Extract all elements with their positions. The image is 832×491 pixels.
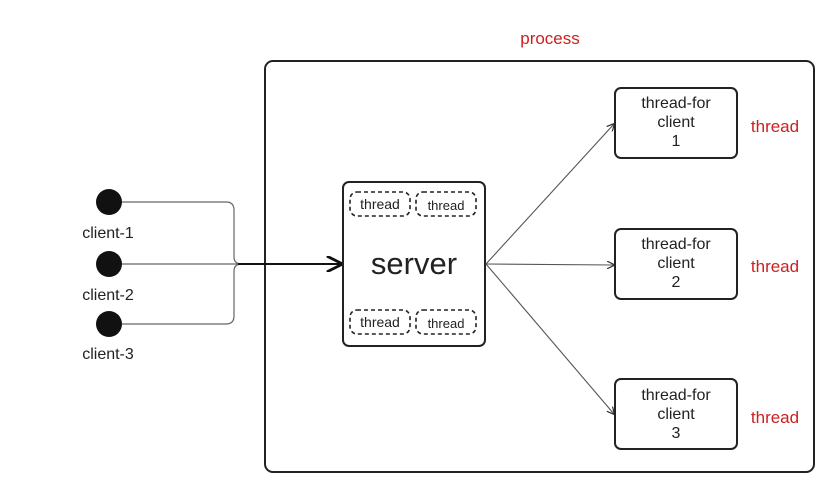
worker-3-line-1: thread-for bbox=[641, 387, 711, 404]
worker-1-line-1: thread-for bbox=[641, 95, 711, 112]
client-3-label: client-3 bbox=[82, 346, 134, 363]
worker-1-tag: thread bbox=[751, 117, 799, 136]
worker-2-tag: thread bbox=[751, 257, 799, 276]
process-label: process bbox=[520, 29, 580, 48]
server-label: server bbox=[371, 246, 457, 281]
server-thread-pill bbox=[415, 191, 477, 217]
worker-1-line-2: client bbox=[657, 114, 695, 131]
server-thread-label: thread bbox=[360, 314, 400, 330]
worker-2-line-3: 2 bbox=[672, 274, 681, 291]
worker-3-tag: thread bbox=[751, 408, 799, 427]
worker-1-line-3: 1 bbox=[672, 133, 681, 150]
worker-3-line-3: 3 bbox=[672, 425, 681, 442]
worker-thread-box-2 bbox=[614, 228, 738, 300]
server-box bbox=[342, 181, 486, 347]
server-thread-label: thread bbox=[428, 316, 465, 331]
process-boundary bbox=[264, 60, 815, 473]
client-3-node bbox=[96, 311, 122, 337]
dispatch-arrow-1 bbox=[485, 124, 614, 265]
client-2-label: client-2 bbox=[82, 287, 134, 304]
client-2-node bbox=[96, 251, 122, 277]
worker-thread-box-1 bbox=[614, 87, 738, 159]
worker-2-line-2: client bbox=[657, 255, 695, 272]
server-thread-pill bbox=[415, 309, 477, 335]
server-thread-label: thread bbox=[360, 196, 400, 212]
dispatch-arrow-3 bbox=[485, 263, 614, 414]
worker-2-line-1: thread-for bbox=[641, 236, 711, 253]
dispatch-arrow-2 bbox=[485, 264, 614, 265]
client-1-connector bbox=[122, 201, 243, 265]
server-thread-pill bbox=[349, 309, 411, 335]
server-thread-label: thread bbox=[428, 198, 465, 213]
server-thread-pill bbox=[349, 191, 411, 217]
client-1-node bbox=[96, 189, 122, 215]
worker-3-line-2: client bbox=[657, 406, 695, 423]
client-1-label: client-1 bbox=[82, 225, 134, 242]
worker-thread-box-3 bbox=[614, 378, 738, 450]
client-3-connector bbox=[122, 263, 243, 325]
